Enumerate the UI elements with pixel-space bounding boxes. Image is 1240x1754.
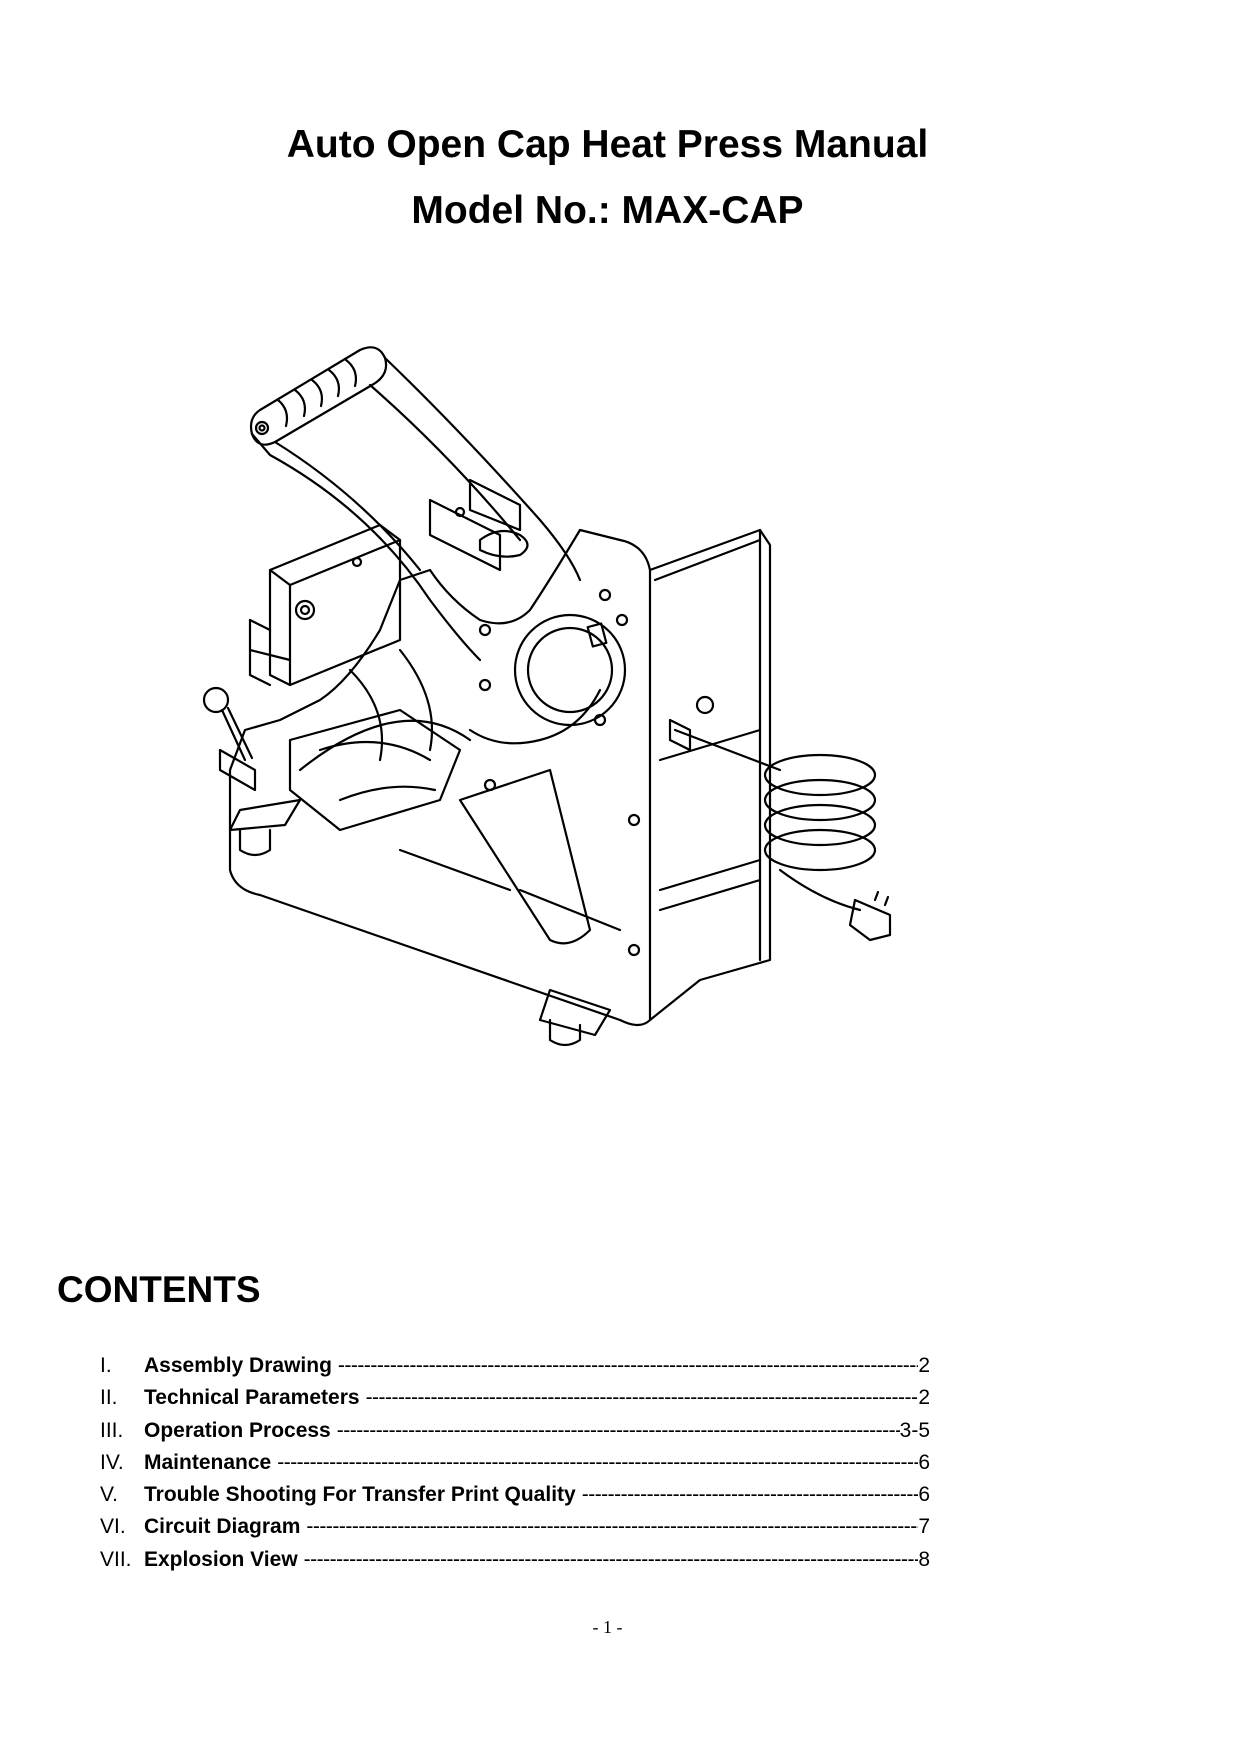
rubber-feet xyxy=(228,798,612,1047)
toc-entry-number: V. xyxy=(100,1483,118,1507)
model-number: Model No.: MAX-CAP xyxy=(411,189,804,232)
toc-entry-title: Explosion View xyxy=(144,1547,298,1571)
toc-entry-title: Maintenance xyxy=(144,1450,272,1474)
toc-entry-number: III. xyxy=(100,1418,124,1442)
toc-entry-number: IV. xyxy=(100,1450,124,1474)
table-of-contents: I. Assembly Drawing 2 II. Technical Para… xyxy=(100,1350,930,1576)
toc-entry-page: 3-5 xyxy=(899,1418,930,1442)
toc-leader xyxy=(306,1511,918,1543)
toc-entry-assembly-drawing: I. Assembly Drawing 2 xyxy=(100,1350,930,1382)
toc-entry-maintenance: IV. Maintenance 6 xyxy=(100,1447,930,1479)
toc-entry-page: 6 xyxy=(918,1450,930,1474)
manual-title: Auto Open Cap Heat Press Manual xyxy=(286,123,929,166)
handle-arm xyxy=(250,356,582,662)
toc-entry-circuit-diagram: VI. Circuit Diagram 7 xyxy=(100,1511,930,1543)
toc-leader xyxy=(277,1447,918,1479)
control-box xyxy=(248,523,402,687)
toc-entry-page: 6 xyxy=(918,1483,930,1507)
toc-entry-explosion-view: VII. Explosion View 8 xyxy=(100,1544,930,1576)
toc-entry-page: 2 xyxy=(918,1354,930,1377)
page-number: - 1 - xyxy=(592,1617,623,1637)
release-lever xyxy=(202,686,257,792)
toc-leader xyxy=(337,1415,900,1447)
toc-entry-title: Operation Process xyxy=(144,1418,331,1442)
toc-entry-technical-parameters: II. Technical Parameters 2 xyxy=(100,1382,930,1414)
toc-entry-title: Trouble Shooting For Transfer Print Qual… xyxy=(144,1483,576,1507)
toc-entry-page: 2 xyxy=(918,1386,930,1410)
power-cord xyxy=(468,688,892,942)
toc-leader xyxy=(338,1350,918,1382)
toc-entry-title: Technical Parameters xyxy=(144,1386,360,1410)
toc-entry-number: II. xyxy=(100,1386,118,1410)
toc-leader xyxy=(582,1479,919,1511)
toc-entry-operation-process: III. Operation Process 3-5 xyxy=(100,1415,930,1447)
handle-grip xyxy=(249,346,388,446)
heating-element-housing xyxy=(428,478,529,572)
toc-entry-number: VI. xyxy=(100,1515,126,1539)
toc-entry-trouble-shooting: V. Trouble Shooting For Transfer Print Q… xyxy=(100,1479,930,1511)
toc-entry-title: Assembly Drawing xyxy=(144,1354,332,1377)
toc-leader xyxy=(304,1544,919,1576)
lower-platen xyxy=(288,648,472,832)
toc-entry-title: Circuit Diagram xyxy=(144,1515,301,1539)
toc-entry-number: VII. xyxy=(100,1547,132,1571)
toc-entry-page: 7 xyxy=(918,1515,930,1539)
toc-leader xyxy=(366,1382,919,1414)
toc-entry-page: 8 xyxy=(918,1547,930,1571)
toc-entry-number: I. xyxy=(100,1354,112,1377)
front-frame xyxy=(228,528,652,1027)
heat-press-illustration xyxy=(202,346,892,1047)
rear-frame xyxy=(648,528,772,1022)
contents-heading: CONTENTS xyxy=(57,1269,261,1310)
